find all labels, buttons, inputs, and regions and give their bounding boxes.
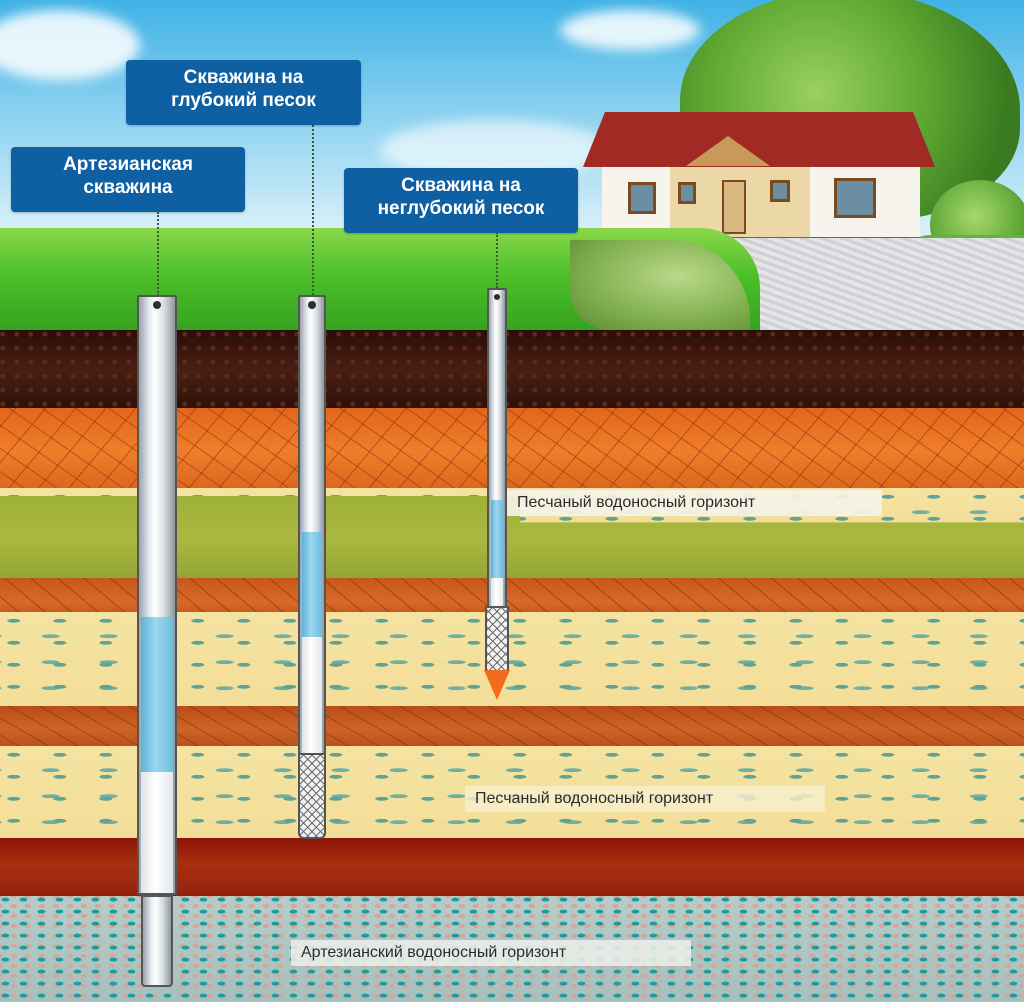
label-lower-sand-horizon: Песчаный водоносный горизонт — [465, 786, 825, 812]
label-line: глубокий песок — [171, 90, 316, 111]
label-line: неглубокий песок — [377, 198, 545, 219]
label-line: Артезианская — [63, 154, 193, 175]
label-line: Скважина на — [183, 67, 304, 88]
pipe-casing — [491, 578, 503, 606]
pipe-cap-icon — [153, 301, 161, 309]
label-artesian-horizon: Артезианский водоносный горизонт — [291, 940, 691, 966]
leader-line-deep-sand — [312, 125, 314, 295]
pipe-cap-icon — [308, 301, 316, 309]
pipe-casing — [141, 772, 173, 893]
house-window — [770, 180, 790, 202]
drill-tip-icon — [484, 670, 510, 700]
house-door — [722, 180, 746, 234]
label-artesian-well: Артезианская скважина — [11, 147, 245, 212]
house-window — [628, 182, 656, 214]
house-window — [678, 182, 696, 204]
cloud — [0, 10, 140, 80]
pipe-casing — [302, 637, 322, 753]
water-column — [141, 617, 173, 772]
well-pipe-deep-sand — [298, 295, 326, 755]
well-pipe-artesian-extension — [141, 895, 173, 987]
well-pipe-artesian — [137, 295, 177, 895]
label-upper-sand-horizon: Песчаный водоносный горизонт — [507, 490, 882, 516]
leader-line-artesian — [157, 212, 159, 296]
well-filter-mesh-deep-sand — [298, 753, 326, 839]
well-filter-mesh-shallow-sand — [485, 606, 509, 672]
pipe-cap-icon — [494, 294, 500, 300]
house-window — [834, 178, 876, 218]
well-pipe-shallow-sand — [487, 288, 507, 608]
label-deep-sand-well: Скважина на глубокий песок — [126, 60, 361, 125]
leader-line-shallow-sand — [496, 232, 498, 288]
label-line: Скважина на — [401, 175, 521, 196]
cloud — [560, 10, 700, 50]
water-column — [491, 500, 503, 578]
house-gable — [686, 136, 770, 166]
label-shallow-sand-well: Скважина на неглубокий песок — [344, 168, 578, 233]
water-column — [302, 532, 322, 637]
label-line: скважина — [83, 177, 173, 198]
